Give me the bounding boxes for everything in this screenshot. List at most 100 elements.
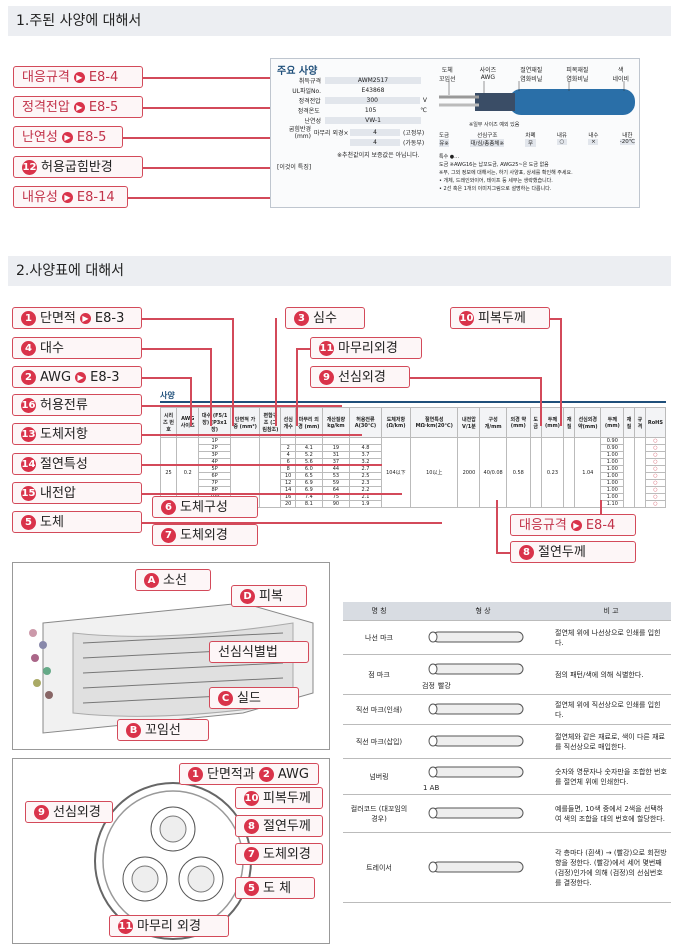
spec-panel-title: 주요 사양 bbox=[277, 66, 318, 77]
callout-label: 도체저항 bbox=[40, 426, 88, 442]
callout-label: 소선 bbox=[163, 572, 187, 588]
callout-label: AWG bbox=[277, 766, 309, 782]
callout-label: 피복 bbox=[259, 588, 283, 604]
table-cell: 2000 bbox=[457, 437, 481, 508]
prop-value: × bbox=[588, 139, 599, 145]
number-badge: 16 bbox=[21, 397, 36, 413]
callout-ref: E8-3 bbox=[90, 369, 120, 385]
callout-ref: E8-4 bbox=[88, 69, 119, 85]
number-badge: 5 bbox=[244, 880, 259, 896]
spec-value: 4 bbox=[350, 128, 400, 136]
callout-label: 마무리외경 bbox=[338, 340, 398, 356]
table-cell: 1.00 bbox=[600, 451, 625, 459]
foot-line: • 개체, 드레인와이어, 테이프 등 세부는 생략했습니다. bbox=[439, 178, 553, 184]
prop-value: -20℃ bbox=[619, 139, 635, 145]
callout-rated-voltage: 정격전압▶E8-5 bbox=[13, 96, 143, 118]
letter-badge: D bbox=[240, 588, 255, 604]
spec-row-bend: 굽힘반경 (mm)마무리 외경×4(고정부) bbox=[277, 126, 427, 140]
connector-line bbox=[275, 318, 277, 426]
callout-label: 단면적 bbox=[40, 310, 76, 326]
number-badge: 1 bbox=[21, 310, 36, 326]
callout-label: 허용전류 bbox=[40, 397, 88, 413]
cable-image bbox=[439, 81, 635, 115]
table-cell: 0.90 bbox=[600, 444, 625, 452]
callout-label: 도 체 bbox=[263, 880, 292, 896]
table-cell: ○ bbox=[644, 486, 667, 494]
prop-value: 유※ bbox=[439, 139, 450, 147]
legend-name: 넘버링 bbox=[343, 758, 415, 795]
number-badge: 12 bbox=[22, 159, 37, 175]
table-cell: 40/0.08 bbox=[479, 437, 507, 508]
foot-line: 특수 ●… bbox=[439, 154, 460, 160]
callout-label: 심수 bbox=[313, 310, 337, 326]
arrow-right-icon: ▶ bbox=[73, 71, 85, 83]
number-badge: 11 bbox=[319, 340, 334, 356]
cable-label: AWG bbox=[480, 74, 496, 81]
spec-key: 난연성 bbox=[304, 117, 321, 125]
table-cell bbox=[280, 437, 296, 445]
callout-label: 실드 bbox=[237, 690, 261, 706]
prop-value: 무 bbox=[525, 139, 536, 147]
number-badge: 15 bbox=[21, 485, 36, 501]
callout-label: AWG bbox=[40, 369, 72, 385]
spec-row-bend2: 4(가동부) bbox=[277, 137, 427, 147]
spec-value: 4 bbox=[350, 138, 400, 146]
table-cell: 3P bbox=[198, 451, 231, 459]
connector-line bbox=[123, 137, 283, 139]
legend-shape bbox=[415, 694, 551, 725]
col-header: 내전압 V/1분 bbox=[457, 407, 481, 438]
connector-line bbox=[142, 464, 382, 466]
connector-line bbox=[142, 405, 342, 407]
callout-label: 마무리 외경 bbox=[137, 918, 201, 934]
table-cell: 3.7 bbox=[349, 451, 382, 459]
foot-line: 도금 ※AWG16는 납꼬도금, AWG25~은 도금 없음 bbox=[439, 162, 549, 168]
connector-line bbox=[550, 318, 560, 320]
cable-label: 염화비닐 bbox=[566, 76, 589, 83]
legend-shape bbox=[415, 620, 551, 655]
callout-ref: E8-5 bbox=[88, 99, 119, 115]
table-cell: 6.9 bbox=[294, 479, 323, 487]
callout-ref: E8-4 bbox=[585, 517, 616, 533]
callout-label: 피복두께 bbox=[263, 790, 311, 806]
table-cell: 16 bbox=[280, 493, 296, 501]
number-badge: 9 bbox=[319, 369, 334, 385]
prop-key: 내유 bbox=[556, 133, 567, 139]
col-header: 구성 개/mm bbox=[479, 407, 507, 438]
table-cell: ○ bbox=[644, 479, 667, 487]
table-cell: 2.7 bbox=[349, 465, 382, 473]
table-cell: 1.00 bbox=[600, 465, 625, 473]
callout-ref: E8-14 bbox=[76, 189, 115, 205]
label-core-identification: 선심식별법 bbox=[209, 641, 309, 663]
table-cell: ○ bbox=[644, 465, 667, 473]
spec-table-title: 사양 bbox=[160, 390, 666, 403]
letter-badge: C bbox=[218, 690, 233, 706]
spec-feature: [이것이 특징] bbox=[277, 164, 312, 171]
table-cell: 10以上 bbox=[410, 437, 459, 508]
arrow-right-icon: ▶ bbox=[75, 371, 87, 383]
letter-badge: A bbox=[144, 572, 159, 588]
callout-label: 꼬임선 bbox=[145, 722, 181, 738]
legend-shape bbox=[415, 832, 551, 903]
col-header: 재질 bbox=[623, 407, 635, 438]
connector-line bbox=[142, 434, 362, 436]
arrow-right-icon: ▶ bbox=[61, 191, 73, 203]
cable-label: 도체 bbox=[441, 67, 453, 74]
connector-line bbox=[296, 348, 310, 350]
col-header: 허용전류 A(30℃) bbox=[349, 407, 382, 438]
callout-label: 절연두께 bbox=[538, 544, 586, 560]
legend-header-row: 명 칭 형 상 비 고 bbox=[343, 602, 671, 621]
legend-remark: 절연체 위에 직선상으로 인쇄를 입힌다. bbox=[551, 694, 671, 725]
